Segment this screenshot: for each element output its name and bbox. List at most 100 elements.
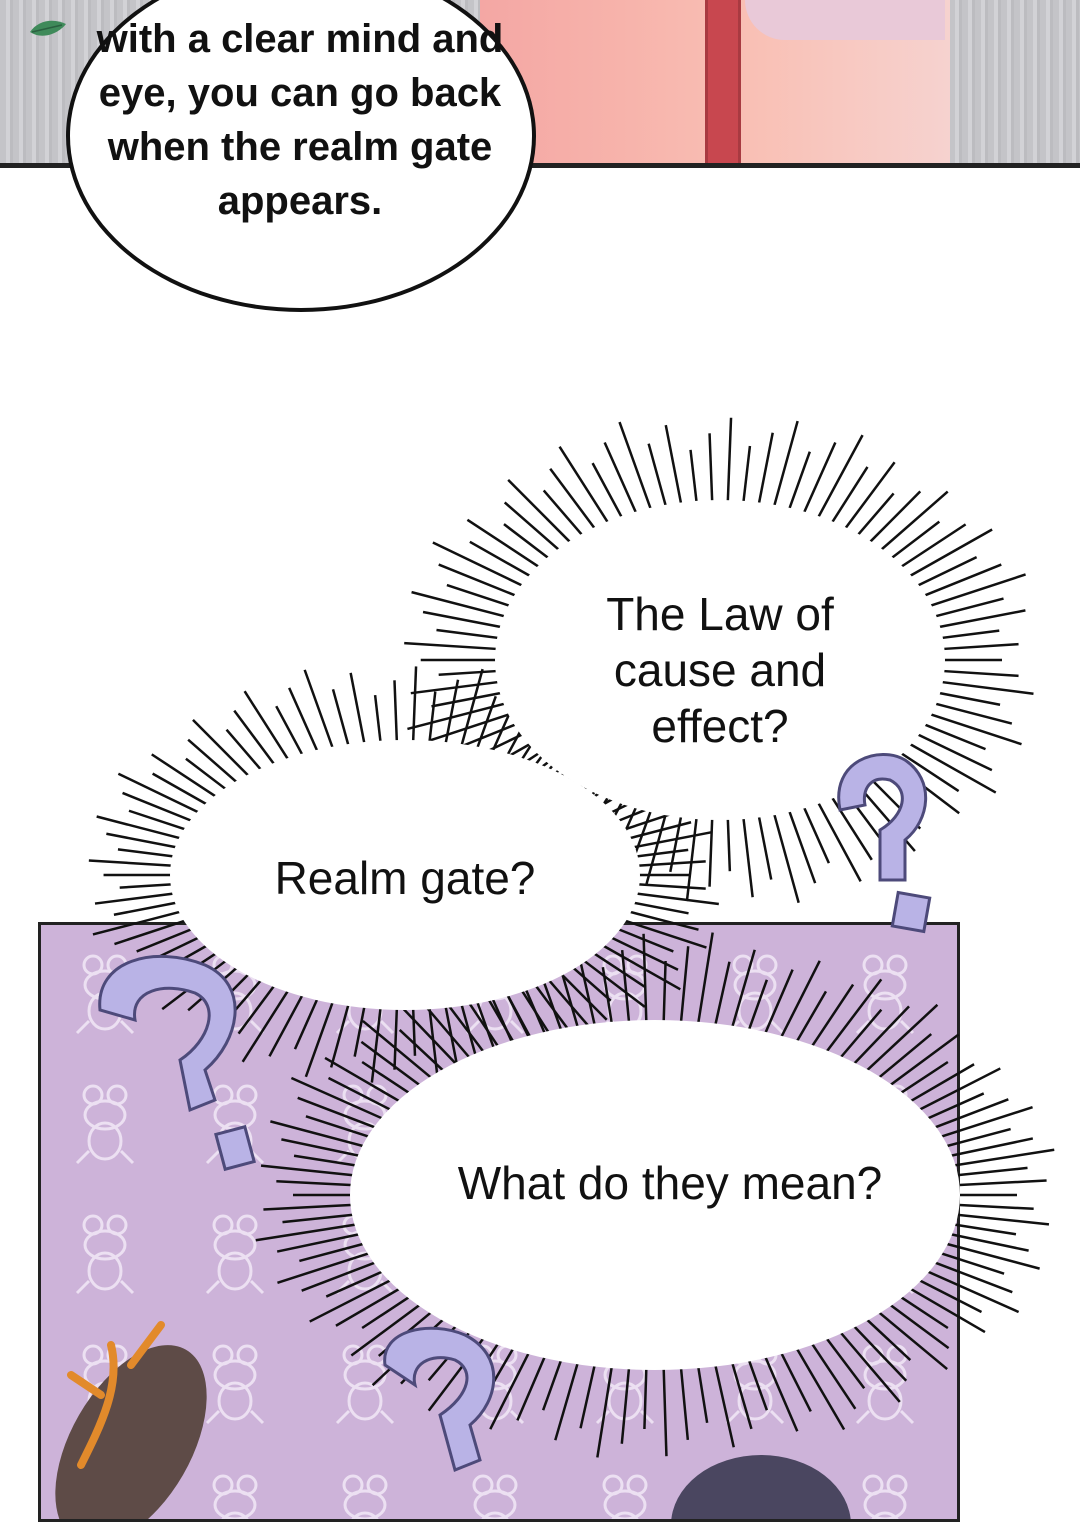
burst-line <box>942 1127 1011 1149</box>
burst-line <box>282 1213 358 1224</box>
burst-line <box>558 970 608 1021</box>
burst-line <box>629 900 689 915</box>
burst-line <box>293 1154 360 1168</box>
burst-line <box>937 1250 1005 1275</box>
burst-line <box>275 705 306 759</box>
burst-line <box>772 420 799 510</box>
burst-line <box>474 695 497 752</box>
burst-line <box>679 1364 690 1440</box>
burst-line <box>270 1120 368 1149</box>
thought-bubble-mean-text: What do they mean? <box>457 1157 883 1209</box>
burst-line <box>350 1301 424 1357</box>
thought-bubble-law-text: The Law of cause and effect? <box>606 588 834 752</box>
burst-line <box>713 961 731 1029</box>
burst-line <box>117 848 178 859</box>
burst-line <box>850 1005 910 1068</box>
burst-line <box>906 1063 975 1105</box>
burst-line <box>331 689 351 750</box>
burst-line <box>432 541 527 589</box>
burst-line <box>469 540 535 579</box>
burst-line <box>393 680 399 746</box>
burst-line <box>708 433 714 506</box>
thought-bubble-realm-shape <box>170 740 640 1010</box>
robe-sleeve <box>745 0 945 40</box>
burst-line <box>801 803 831 864</box>
burst-line <box>335 1285 404 1327</box>
burst-line <box>730 1359 753 1430</box>
burst-line <box>122 791 196 824</box>
burst-line <box>866 490 922 546</box>
burst-line <box>778 960 821 1041</box>
burst-line <box>875 1033 933 1082</box>
burst-line <box>293 995 320 1050</box>
burst-line <box>422 610 506 630</box>
burst-line <box>398 1029 447 1075</box>
burst-line <box>952 1213 1050 1226</box>
panel-border <box>0 163 1080 168</box>
burst-line <box>923 1092 985 1122</box>
burst-line <box>793 1344 846 1431</box>
burst-line <box>905 741 997 794</box>
burst-line <box>443 1002 458 1064</box>
burst-line <box>299 1241 368 1263</box>
burst-line <box>643 1364 648 1430</box>
burst-line <box>786 451 811 514</box>
burst-line <box>762 969 794 1038</box>
burst-line <box>823 1334 866 1389</box>
burst-line <box>863 1315 912 1361</box>
leaf-icon <box>30 20 66 36</box>
question-mark-icon <box>98 954 256 1172</box>
burst-line <box>954 1179 1047 1187</box>
burst-line <box>926 711 1022 746</box>
burst-line <box>309 1277 395 1323</box>
burst-line <box>114 918 190 946</box>
burst-line <box>601 966 614 1027</box>
burst-line <box>106 832 181 850</box>
burst-line <box>503 523 553 562</box>
burst-line <box>837 1008 883 1062</box>
character-hair <box>55 1345 207 1519</box>
burst-line <box>349 672 367 748</box>
burst-line <box>823 978 883 1056</box>
burst-line <box>516 1352 548 1421</box>
burst-line <box>569 964 612 1002</box>
burst-line <box>373 694 383 746</box>
burst-line <box>793 990 828 1046</box>
burst-line <box>756 432 774 508</box>
burst-line <box>708 814 714 887</box>
burst-line <box>913 731 993 772</box>
burst-line <box>541 979 564 1034</box>
burst-line <box>669 812 684 873</box>
burst-line <box>913 556 978 589</box>
burst-line <box>580 957 646 1008</box>
burst-line <box>937 1106 1033 1140</box>
burst-line <box>591 462 625 522</box>
burst-line <box>119 882 176 889</box>
burst-line <box>596 1363 614 1458</box>
burst-line <box>937 629 1000 640</box>
burst-line <box>634 860 706 868</box>
burst-line <box>361 1060 413 1097</box>
burst-line <box>946 1137 1034 1158</box>
burst-line <box>886 1301 950 1350</box>
burst-line <box>726 814 732 872</box>
burst-line <box>590 950 647 989</box>
burst-line <box>713 1361 735 1448</box>
burst-line <box>459 668 484 750</box>
burst-line <box>599 942 681 991</box>
burst-line <box>393 1004 399 1070</box>
burst-line <box>96 815 185 841</box>
burst-line <box>489 1349 532 1430</box>
speech-bubble-text: with a clear mind and eye, you can go ba… <box>96 17 504 223</box>
burst-line <box>276 1179 356 1187</box>
burst-line <box>778 1349 812 1413</box>
burst-line <box>430 711 514 742</box>
burst-line <box>466 518 543 570</box>
burst-line <box>301 1260 380 1292</box>
burst-line <box>786 806 817 884</box>
thought-bubble-mean-shape <box>350 1020 960 1370</box>
burst-line <box>625 821 692 841</box>
burst-line <box>241 986 292 1063</box>
burst-line <box>88 859 176 868</box>
burst-line <box>689 449 699 506</box>
